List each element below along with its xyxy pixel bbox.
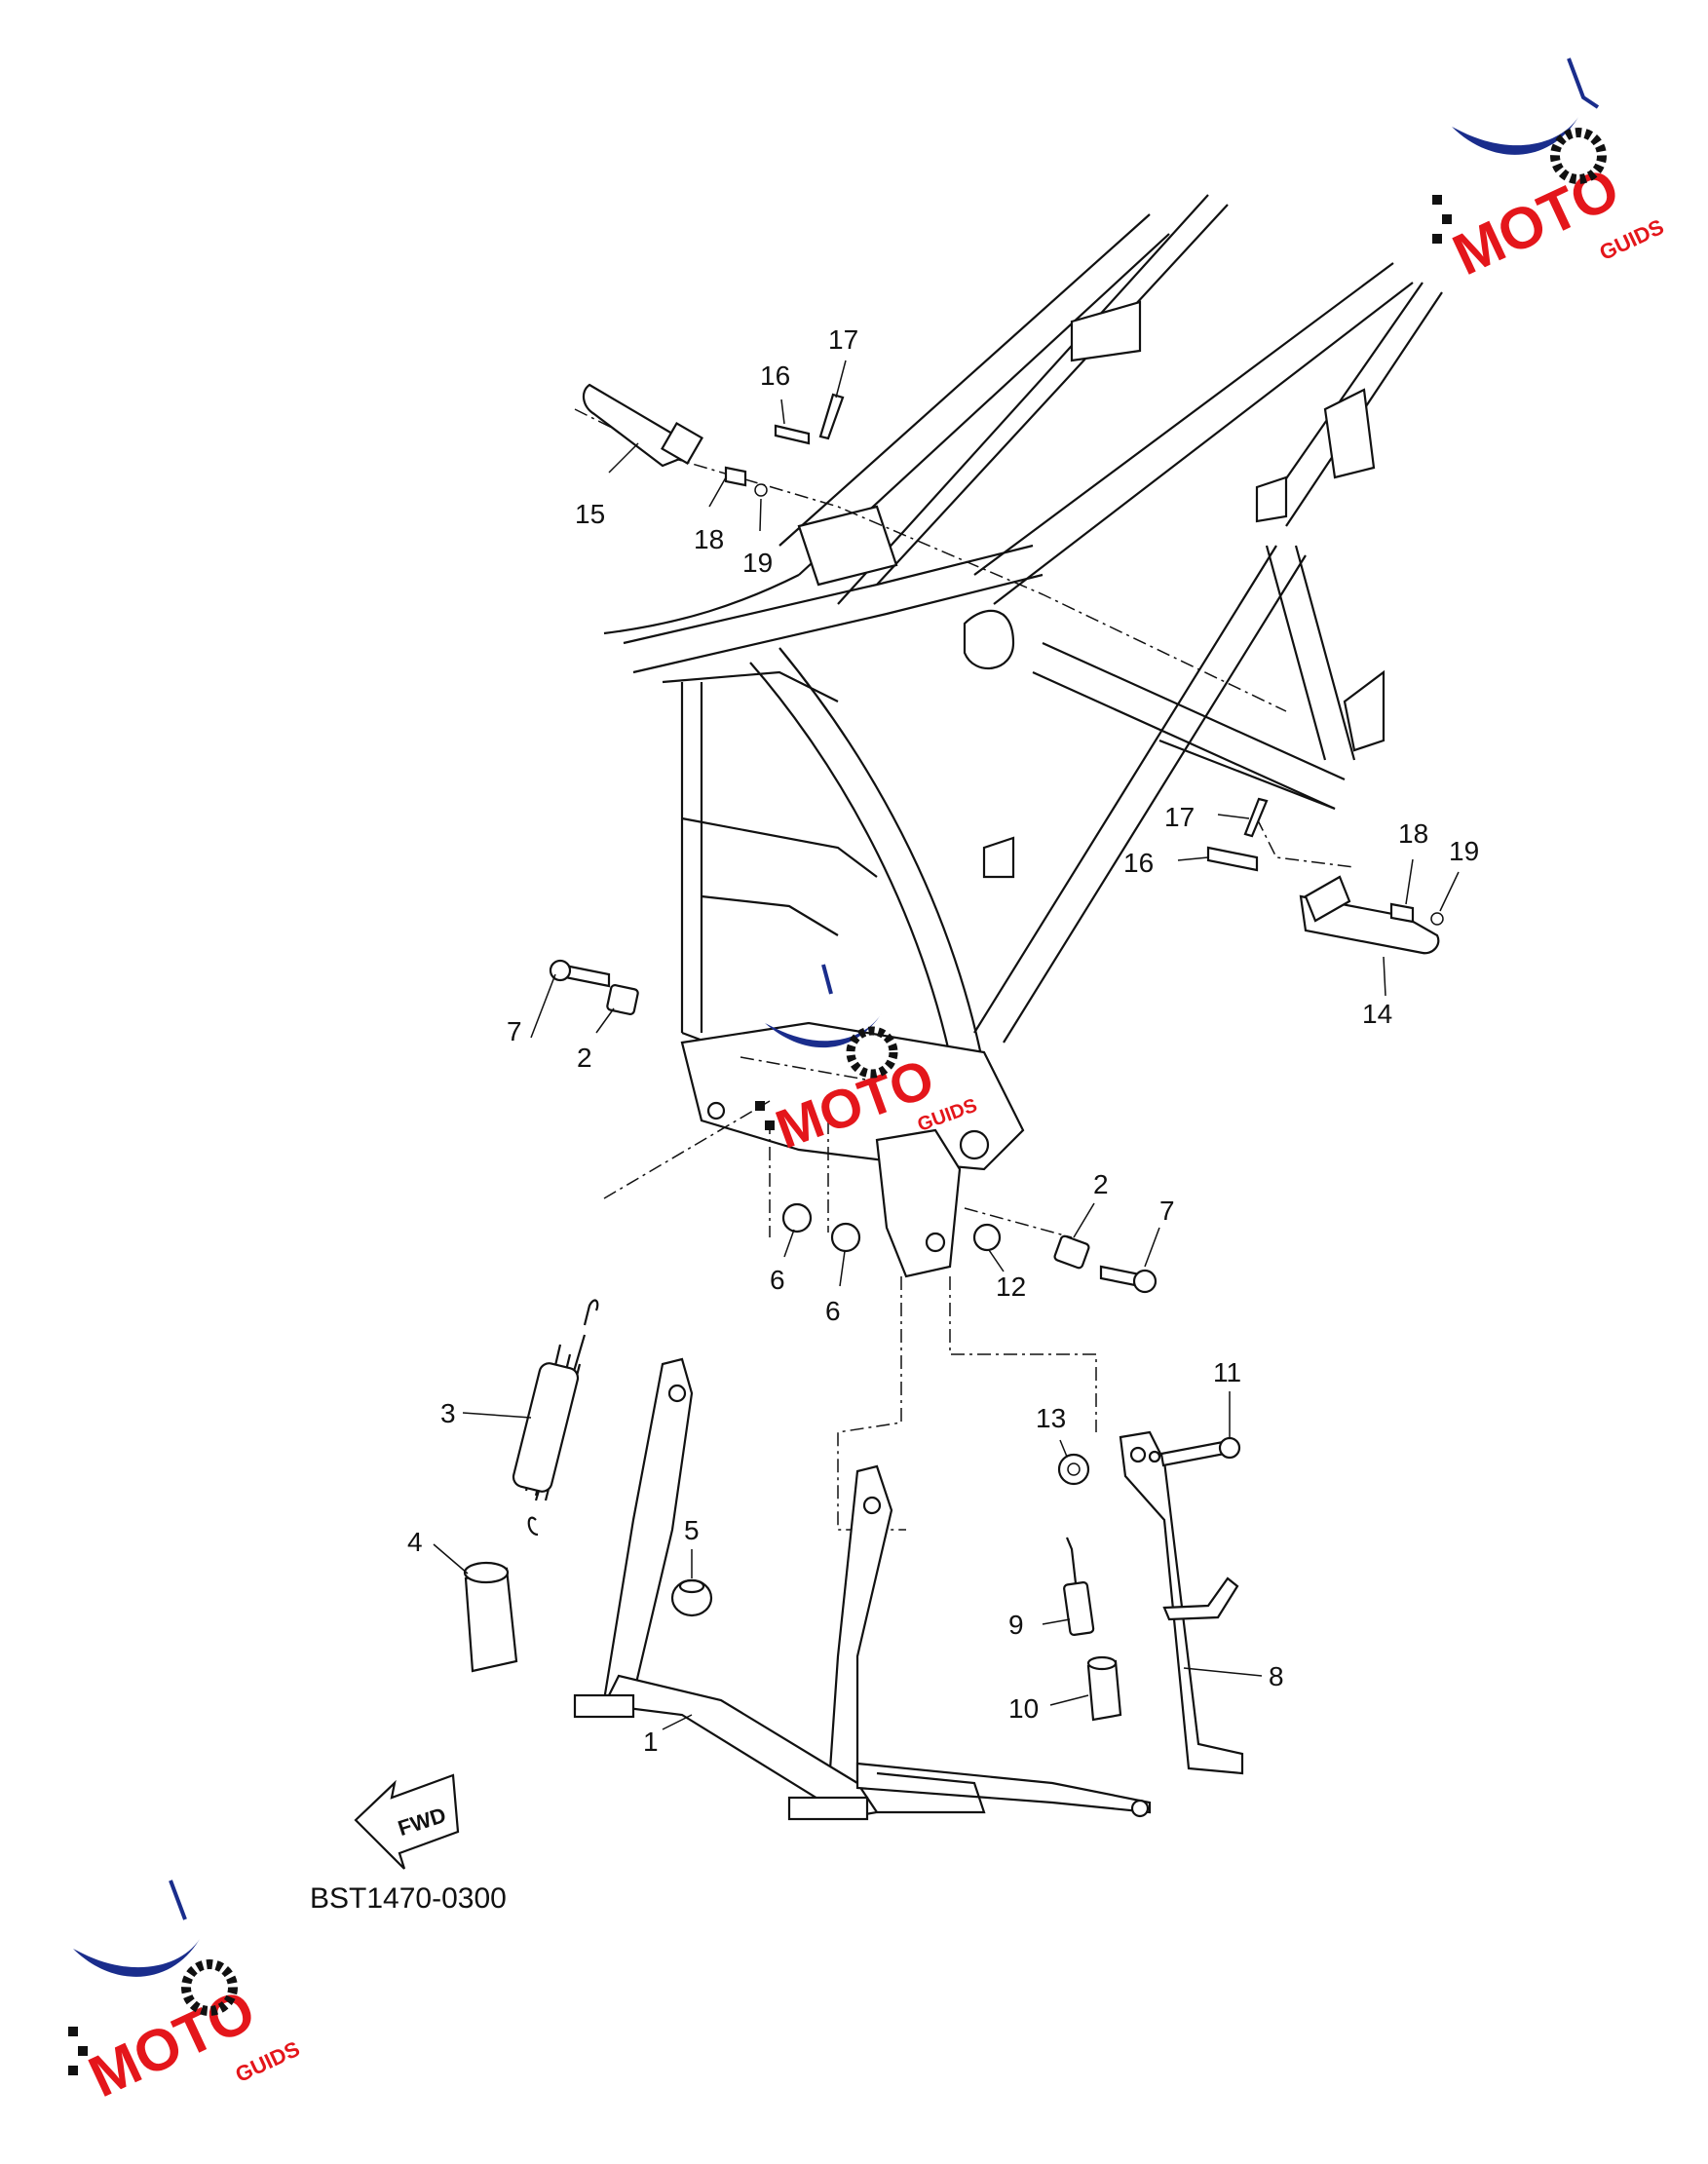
footrest-14-assembly xyxy=(1206,797,1444,955)
label-11: 11 xyxy=(1213,1357,1241,1387)
label-8: 8 xyxy=(1269,1661,1284,1691)
bolt-11 xyxy=(1159,1436,1241,1467)
sidestand-spring-9 xyxy=(1063,1537,1095,1636)
label-13: 13 xyxy=(1036,1403,1066,1433)
label-10: 10 xyxy=(1008,1693,1039,1724)
label-18-upper: 18 xyxy=(694,524,724,554)
label-4: 4 xyxy=(407,1527,423,1557)
label-6-a: 6 xyxy=(770,1265,785,1295)
motorcycle-frame xyxy=(603,194,1443,1278)
nut-6-a xyxy=(781,1202,813,1234)
logo-text-top: MOTO xyxy=(1443,155,1628,287)
pin-16-upper xyxy=(774,424,811,445)
spring-18-upper xyxy=(724,466,747,487)
label-2-left: 2 xyxy=(577,1043,592,1073)
label-1: 1 xyxy=(643,1727,659,1757)
part-number-labels: 17 16 15 18 19 17 16 18 19 14 7 2 2 7 6 … xyxy=(407,324,1479,1757)
label-17-upper: 17 xyxy=(828,324,858,355)
label-7-right: 7 xyxy=(1159,1196,1175,1226)
label-7-left: 7 xyxy=(507,1016,522,1046)
bumper-5 xyxy=(670,1578,713,1617)
label-19-upper: 19 xyxy=(742,548,773,578)
label-12: 12 xyxy=(996,1272,1026,1302)
diagram-code: BST1470-0300 xyxy=(310,1882,507,1915)
washer-19-upper xyxy=(754,483,768,497)
watermark-logo-top-right: MOTO GUIDS xyxy=(1432,57,1667,287)
fwd-arrow-icon: FWD xyxy=(354,1773,460,1870)
label-2-right: 2 xyxy=(1093,1169,1109,1199)
cotter-17-upper xyxy=(818,393,845,440)
pin-16-lower xyxy=(1206,846,1259,872)
logo-text-bottom: MOTO xyxy=(79,1977,264,2109)
footrest-15-assembly xyxy=(582,383,845,497)
label-15: 15 xyxy=(575,499,605,529)
nut-12 xyxy=(972,1223,1002,1252)
watermark-logo-bottom-left: MOTO GUIDS xyxy=(68,1879,303,2109)
spring-sleeve-10 xyxy=(1086,1655,1122,1722)
spring-18-lower xyxy=(1389,902,1415,924)
cotter-17-lower xyxy=(1243,797,1269,838)
label-17-lower: 17 xyxy=(1164,802,1195,832)
washer-19-lower xyxy=(1430,912,1444,926)
label-16-lower: 16 xyxy=(1123,848,1154,878)
label-6-b: 6 xyxy=(825,1296,841,1326)
stand-spring-3 xyxy=(512,1299,599,1537)
label-19-lower: 19 xyxy=(1449,836,1479,866)
left-mount-hardware xyxy=(549,959,639,1015)
nut-6-b xyxy=(830,1222,861,1253)
label-14: 14 xyxy=(1362,999,1392,1029)
collar-2-left xyxy=(606,984,639,1015)
label-18-lower: 18 xyxy=(1398,818,1428,849)
label-5: 5 xyxy=(684,1515,700,1545)
nut-13 xyxy=(1057,1453,1090,1486)
main-stand-1 xyxy=(573,1357,1152,1821)
label-16-upper: 16 xyxy=(760,361,790,391)
spring-sleeve-4 xyxy=(463,1561,518,1673)
label-3: 3 xyxy=(440,1398,456,1428)
side-stand-8 xyxy=(1119,1430,1244,1775)
right-mount-hardware xyxy=(781,1202,1158,1294)
callout-leaders xyxy=(433,360,1460,1730)
collar-2-right xyxy=(1053,1234,1090,1270)
label-9: 9 xyxy=(1008,1610,1024,1640)
